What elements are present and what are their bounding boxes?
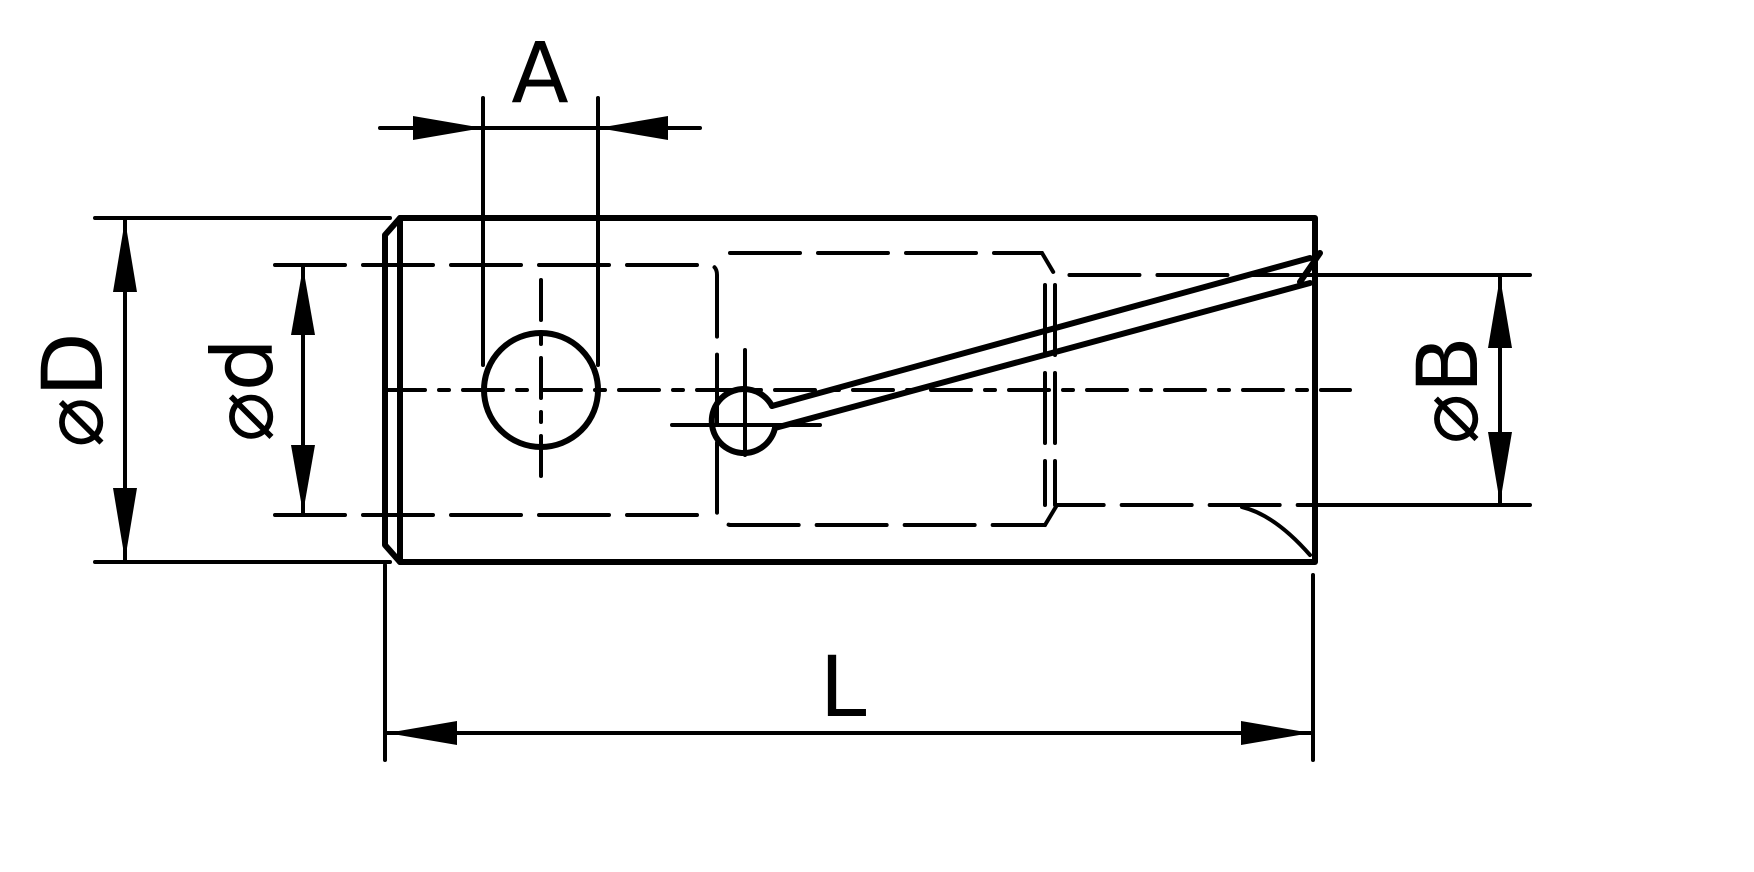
label-length: L xyxy=(820,638,867,736)
cross-hole xyxy=(481,278,601,480)
dimension-outer-diameter: ⌀D xyxy=(24,216,392,564)
dimension-inner-diameter: ⌀d xyxy=(194,263,315,517)
label-inner-diameter: ⌀d xyxy=(194,338,292,442)
hidden-lines xyxy=(273,251,1312,527)
dimension-bore-diameter: ⌀B xyxy=(1308,273,1532,507)
slot xyxy=(670,255,1313,457)
label-bore-diameter: ⌀B xyxy=(1399,336,1497,444)
dimension-a: A xyxy=(378,24,702,367)
dimension-length: L xyxy=(383,563,1315,762)
label-outer-diameter: ⌀D xyxy=(24,332,122,447)
label-a: A xyxy=(511,24,568,122)
